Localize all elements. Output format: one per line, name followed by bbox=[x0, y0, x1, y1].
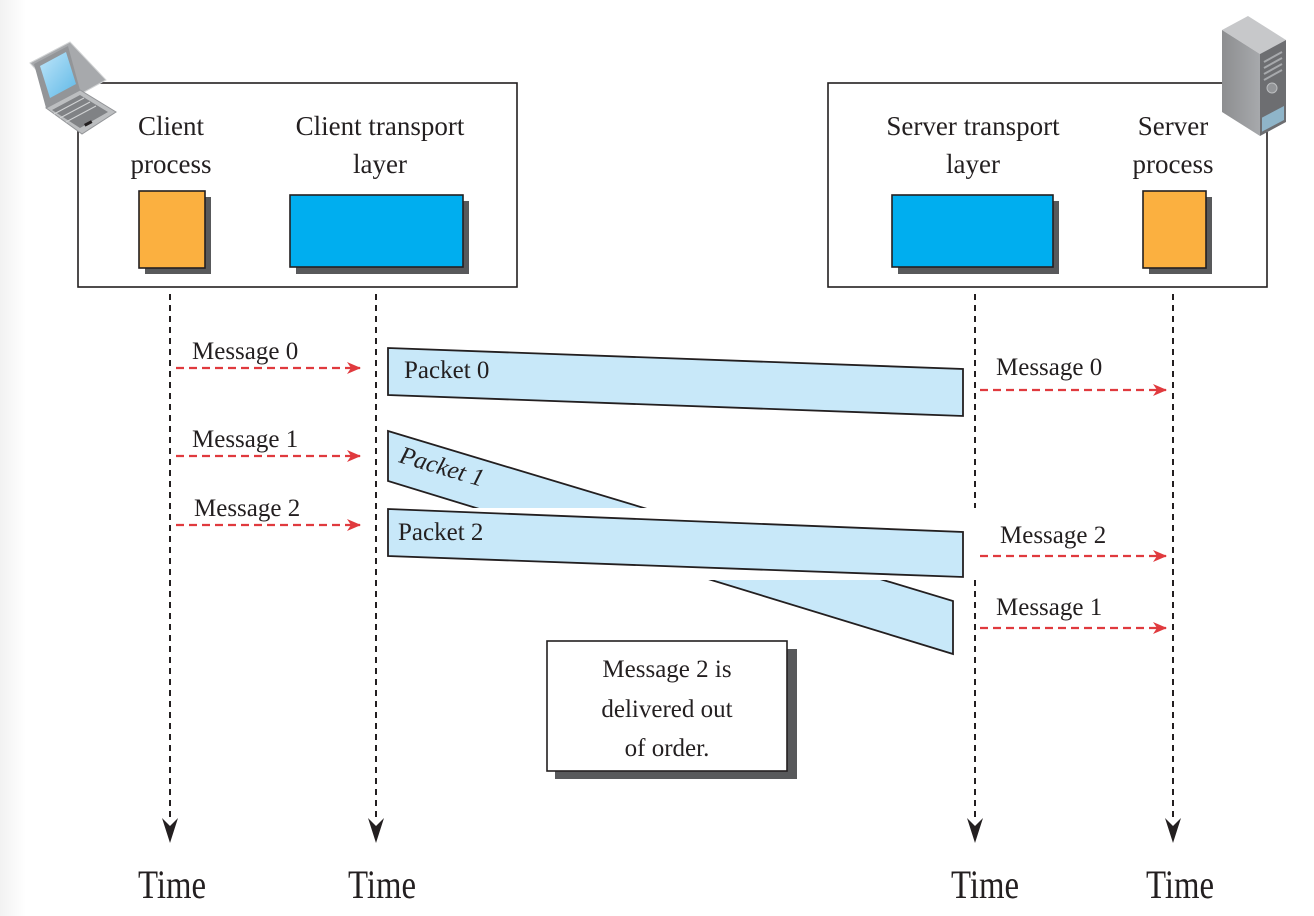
packet-2: Packet 2 bbox=[387, 508, 964, 578]
server-transport-label-line1: Server transport bbox=[886, 111, 1060, 141]
timeline-arrowheads bbox=[162, 818, 1181, 843]
client-message-2: Message 2 bbox=[176, 495, 361, 531]
server-process-label-line1: Server bbox=[1138, 111, 1208, 141]
client-process-label-line1: Client bbox=[138, 111, 204, 141]
server-messages: Message 0 Message 2 Message 1 bbox=[980, 354, 1167, 634]
server-tower-icon bbox=[1222, 16, 1286, 136]
server-message-2: Message 2 bbox=[980, 522, 1167, 562]
server-message-1: Message 1 bbox=[980, 594, 1167, 634]
time-arrow-icon bbox=[967, 818, 983, 843]
time-labels: Time Time Time Time bbox=[138, 862, 1214, 907]
svg-text:Message 0: Message 0 bbox=[192, 338, 298, 365]
laptop-icon bbox=[29, 41, 117, 135]
server-process-label-line2: process bbox=[1133, 149, 1214, 179]
time-label: Time bbox=[138, 862, 206, 907]
time-arrow-icon bbox=[368, 818, 384, 843]
out-of-order-note: Message 2 is delivered out of order. bbox=[546, 640, 797, 779]
svg-text:Message 1: Message 1 bbox=[192, 426, 298, 453]
time-label: Time bbox=[1146, 862, 1214, 907]
client-process-label-line2: process bbox=[131, 149, 212, 179]
client-transport-block bbox=[289, 194, 469, 274]
svg-text:Message 1: Message 1 bbox=[996, 594, 1102, 621]
server-transport-label-line2: layer bbox=[946, 149, 1000, 179]
server-process-block bbox=[1142, 190, 1212, 274]
svg-text:Packet 2: Packet 2 bbox=[398, 519, 483, 546]
client-transport-label-line2: layer bbox=[353, 149, 407, 179]
client-host-box: Client process Client transport layer bbox=[77, 82, 518, 288]
server-message-0: Message 0 bbox=[980, 354, 1167, 396]
svg-text:Message 2: Message 2 bbox=[194, 495, 300, 522]
svg-text:Packet 0: Packet 0 bbox=[404, 357, 489, 384]
client-message-0: Message 0 bbox=[176, 338, 361, 374]
client-process-block bbox=[138, 190, 211, 274]
time-arrow-icon bbox=[162, 818, 178, 843]
client-messages: Message 0 Message 1 Message 2 bbox=[176, 338, 361, 531]
note-line-1: Message 2 is bbox=[602, 656, 731, 683]
server-host-box: Server transport layer Server process bbox=[827, 82, 1268, 288]
svg-text:Message 0: Message 0 bbox=[996, 354, 1102, 381]
note-line-3: of order. bbox=[625, 735, 710, 762]
svg-text:Message 2: Message 2 bbox=[1000, 522, 1106, 549]
note-line-2: delivered out bbox=[601, 696, 732, 723]
time-label: Time bbox=[951, 862, 1019, 907]
left-edge-fade bbox=[0, 0, 26, 916]
packet-0: Packet 0 bbox=[387, 347, 964, 417]
client-message-1: Message 1 bbox=[176, 426, 361, 462]
client-transport-label-line1: Client transport bbox=[296, 111, 465, 141]
server-transport-block bbox=[891, 194, 1059, 274]
time-arrow-icon bbox=[1165, 818, 1181, 843]
time-label: Time bbox=[348, 862, 416, 907]
